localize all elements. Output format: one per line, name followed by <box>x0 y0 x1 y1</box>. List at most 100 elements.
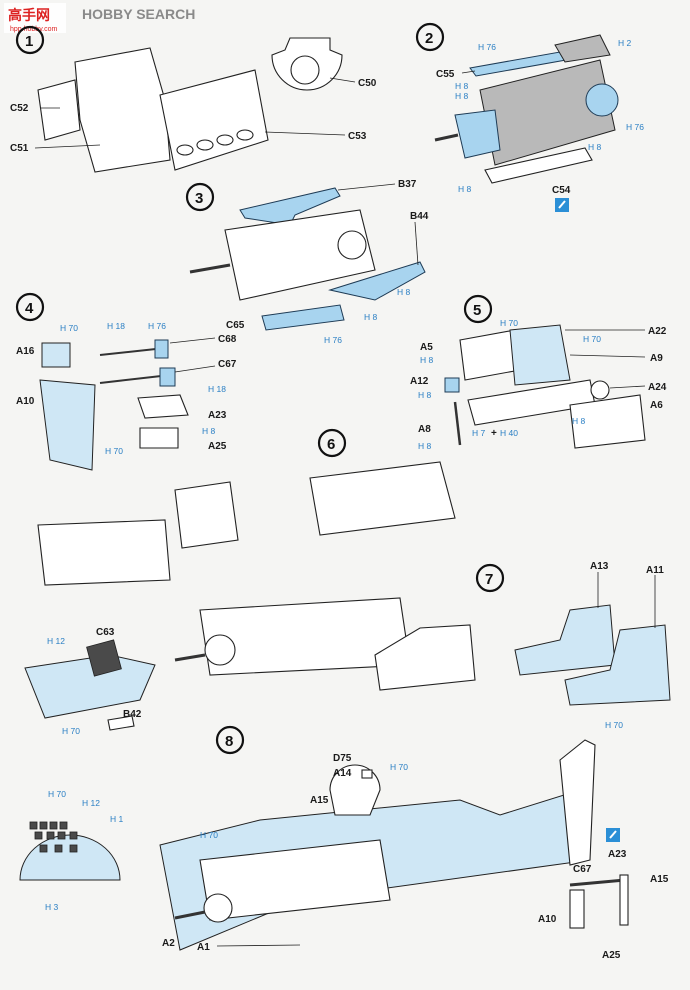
paint-h3-ip: H 3 <box>45 902 59 912</box>
rear-gear <box>585 83 619 117</box>
seat-6 <box>374 624 476 691</box>
paint-h18-4a: H 18 <box>107 321 125 331</box>
label-b42: B42 <box>123 709 142 720</box>
paint-h76-4: H 76 <box>148 321 166 331</box>
step-6-number: 6 <box>327 436 335 453</box>
label-a24: A24 <box>648 382 667 393</box>
gun-c67 <box>159 367 176 387</box>
label-a11: A11 <box>646 565 664 576</box>
paint-h18-4b: H 18 <box>208 384 226 394</box>
step-8-number: 8 <box>225 733 233 750</box>
step-8-circle <box>215 725 245 755</box>
label-a10-8: A10 <box>538 914 557 925</box>
label-a23-8: A23 <box>608 849 627 860</box>
part-a12 <box>444 377 460 393</box>
step-7-circle <box>475 563 505 593</box>
sub-panel-assembly: C63 B42 H 12 H 70 <box>24 627 156 736</box>
step-7-number: 7 <box>485 571 493 588</box>
label-c55: C55 <box>436 69 455 80</box>
step-1: 1 C50 C53 C52 C51 <box>10 25 377 173</box>
label-c54: C54 <box>552 185 571 196</box>
cockpit-rear-frame <box>74 47 171 173</box>
gun-c68 <box>154 339 169 359</box>
paint-h70-4b: H 70 <box>105 446 123 456</box>
seat-part-a13 <box>514 604 616 676</box>
cylinder-row <box>176 129 254 156</box>
label-a8: A8 <box>418 424 431 435</box>
part-a14 <box>361 769 373 779</box>
paint-h2: H 2 <box>618 38 632 48</box>
step-4-circle <box>15 292 45 322</box>
paint-h8-3b: H 8 <box>364 312 378 322</box>
label-a25-8: A25 <box>602 950 621 961</box>
label-a14: A14 <box>333 768 352 779</box>
label-a23: A23 <box>208 410 227 421</box>
watermark-url: hpp.hobby.com <box>10 26 58 33</box>
paint-h70-8a: H 70 <box>390 762 408 772</box>
label-a22: A22 <box>648 326 667 337</box>
paint-h76-a: H 76 <box>478 42 496 52</box>
supercharger <box>554 34 611 63</box>
paint-h7: H 7 <box>472 428 486 438</box>
label-a13: A13 <box>590 561 609 572</box>
label-a9: A9 <box>650 353 663 364</box>
control-a24 <box>590 380 610 400</box>
paint-h76-3: H 76 <box>324 335 342 345</box>
label-b44: B44 <box>410 211 429 222</box>
label-a10: A10 <box>16 396 35 407</box>
seat-part-a11 <box>564 624 671 706</box>
paint-plus: + <box>491 428 497 439</box>
exhaust-c65 <box>261 304 345 331</box>
label-c67: C67 <box>218 359 237 370</box>
step-4: 4 H 70 H 18 H 76 H 18 H 8 H 70 A16 A10 C… <box>15 292 237 471</box>
label-a6: A6 <box>650 400 663 411</box>
label-c53: C53 <box>348 131 367 142</box>
label-c50: C50 <box>358 78 377 89</box>
paint-h8-d: H 8 <box>458 184 472 194</box>
side-panel-c52 <box>37 79 81 141</box>
paint-h70-4a: H 70 <box>60 323 78 333</box>
step-2-number: 2 <box>425 30 433 47</box>
part-a10 <box>39 379 96 471</box>
paint-h12-sub: H 12 <box>47 636 65 646</box>
paint-h40: H 40 <box>500 428 518 438</box>
paint-h8-5d: H 8 <box>572 416 586 426</box>
cockpit-section <box>37 519 171 586</box>
step-3: 3 B37 B44 C65 H 8 H 8 H 76 <box>185 179 429 345</box>
paint-h70-sub: H 70 <box>62 726 80 736</box>
label-c51: C51 <box>10 143 29 154</box>
paint-h76-b: H 76 <box>626 122 644 132</box>
label-a12: A12 <box>410 376 429 387</box>
step-2: 2 C55 H 76 H 2 H 8 H 8 H 76 H 8 H 8 C54 <box>415 22 644 212</box>
engine-6 <box>309 461 456 536</box>
paint-h8-4: H 8 <box>202 426 216 436</box>
paint-h70-ip: H 70 <box>48 789 66 799</box>
part-a25 <box>139 427 179 449</box>
step-1-circle <box>15 25 45 55</box>
step-4-number: 4 <box>25 300 34 317</box>
oil-pan-c54 <box>484 147 593 184</box>
step-7: 7 A13 A11 H 70 <box>475 561 671 730</box>
step-3-number: 3 <box>195 190 203 207</box>
step-6-circle <box>317 428 347 458</box>
watermark-logo: 高手网 <box>8 7 50 23</box>
paint-h8-b: H 8 <box>455 91 469 101</box>
label-a16: A16 <box>16 346 35 357</box>
step-8: 8 D75 A14 A15 A2 A1 H 70 H 70 A23 C67 A1… <box>159 725 669 961</box>
seat-a9 <box>509 324 571 386</box>
step-3-circle <box>185 182 215 212</box>
label-d75: D75 <box>333 753 352 764</box>
instrument-panel <box>19 834 121 881</box>
label-c63: C63 <box>96 627 115 638</box>
paint-h70-7: H 70 <box>605 720 623 730</box>
engine-block-c53 <box>159 69 269 171</box>
label-c68: C68 <box>218 334 237 345</box>
mesh-c63 <box>86 639 122 677</box>
label-a1: A1 <box>197 942 210 953</box>
paint-h8-3a: H 8 <box>397 287 411 297</box>
step-5-number: 5 <box>473 302 481 319</box>
propeller-reduction <box>454 109 501 159</box>
paint-h8-5b: H 8 <box>418 390 432 400</box>
